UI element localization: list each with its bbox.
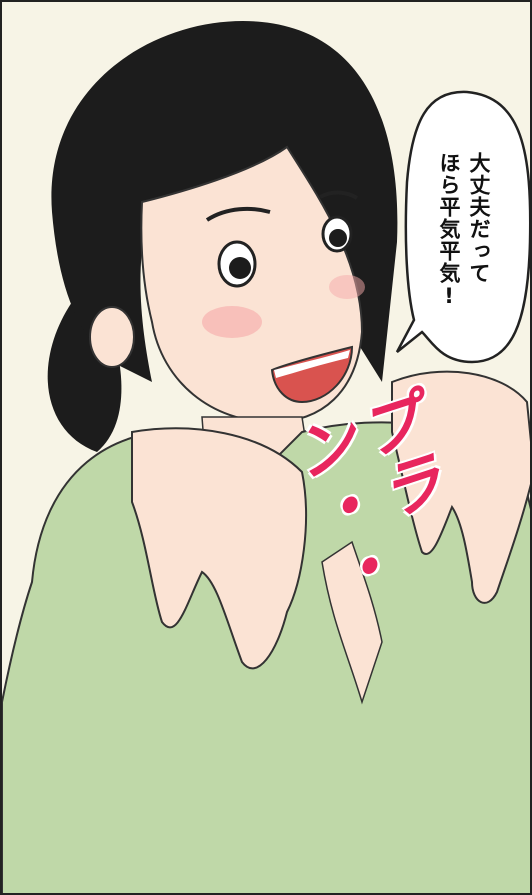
face: [140, 145, 364, 424]
hair: [51, 21, 398, 382]
left-hand: [131, 427, 307, 670]
ear: [89, 306, 135, 368]
speech-bubble-text: 大丈夫だって ほら平気平気!: [434, 152, 494, 342]
speech-line-1: 大丈夫だって: [467, 152, 491, 284]
right-hand: [391, 370, 530, 604]
speech-line-2: ほら平気平気!: [437, 152, 461, 309]
speech-bubble: [395, 90, 530, 364]
